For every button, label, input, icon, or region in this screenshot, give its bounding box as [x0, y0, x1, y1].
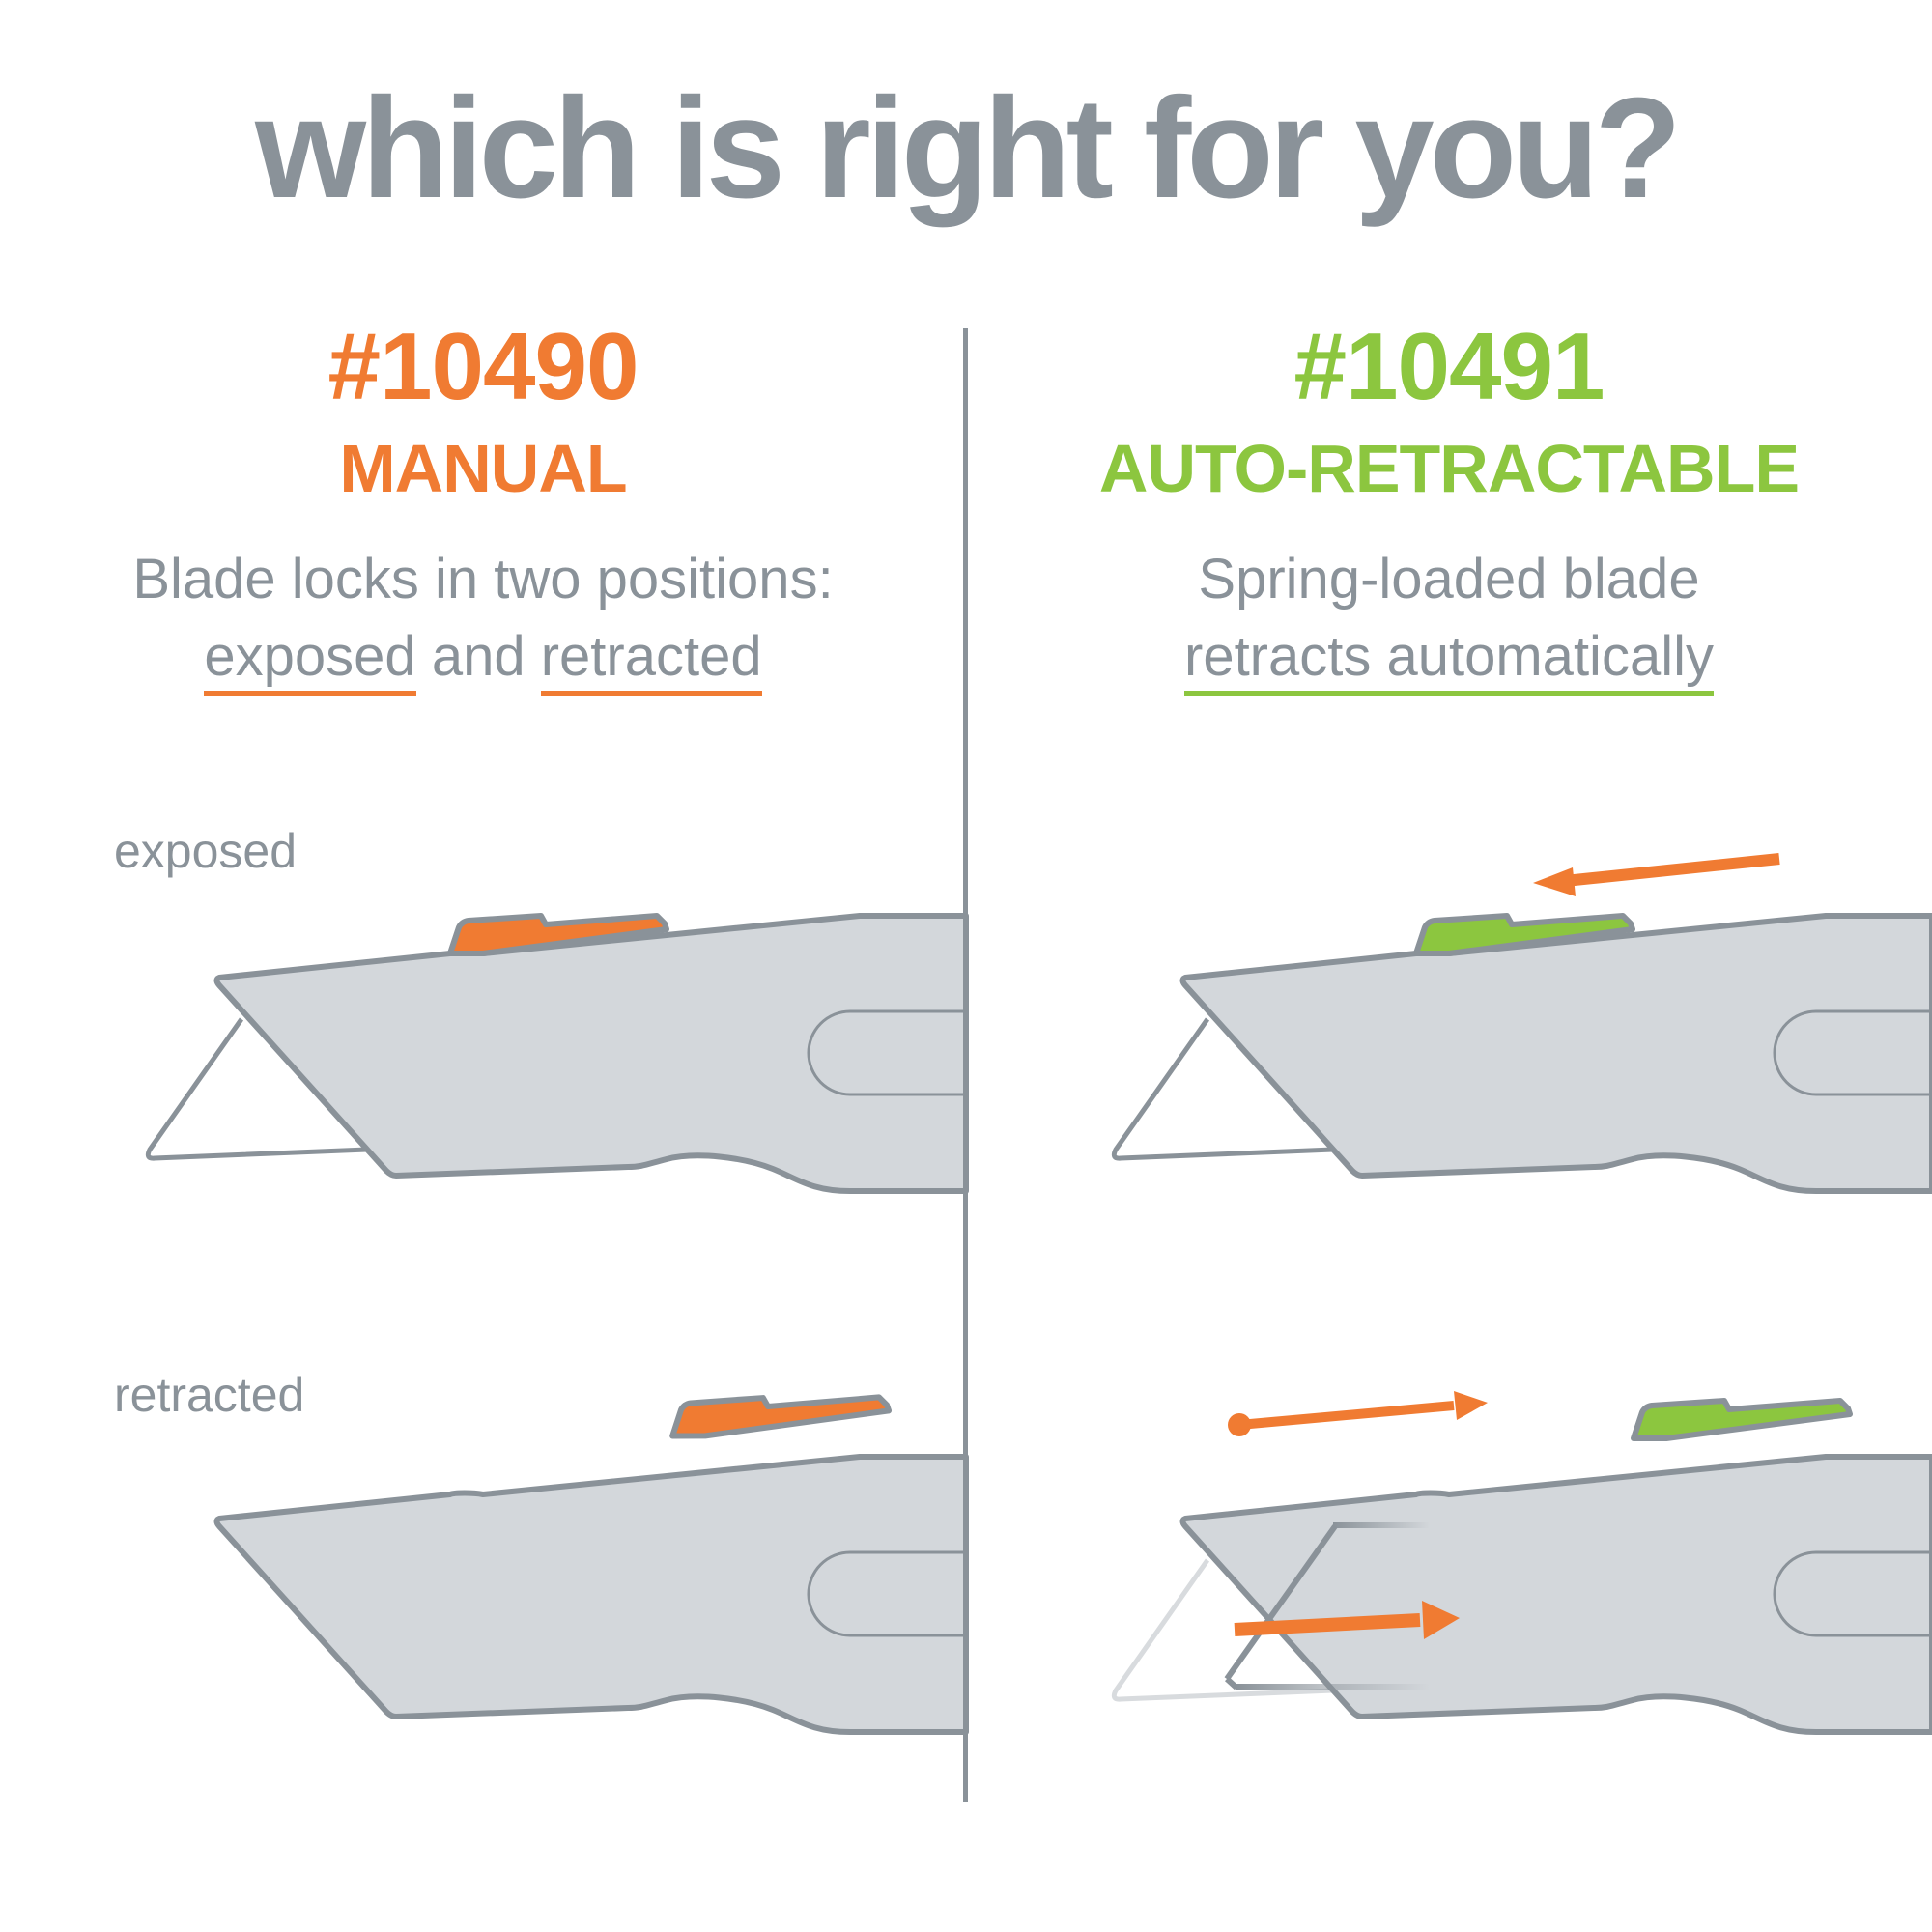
auto-column: #10491 AUTO-RETRACTABLE Spring-loaded bl… [966, 319, 1932, 696]
manual-sku: #10490 [327, 313, 639, 419]
page-title: which is right for you? [255, 69, 1682, 228]
auto-retracted-knife [1111, 1391, 1932, 1732]
manual-description-line2: exposed and retracted [0, 618, 966, 696]
exposed-state-label: exposed [114, 824, 298, 878]
manual-description: Blade locks in two positions: exposed an… [0, 541, 966, 696]
auto-description: Spring-loaded blade retracts automatical… [966, 541, 1932, 696]
auto-type-heading: AUTO-RETRACTABLE [1098, 431, 1800, 506]
manual-type-heading: MANUAL [339, 431, 627, 506]
manual-exposed-knife [145, 916, 966, 1191]
retracting-blade-outline [1224, 1522, 1430, 1690]
auto-sku: #10491 [1293, 313, 1605, 419]
auto-exposed-knife [1111, 853, 1932, 1191]
ghost-blade-outline [1111, 1558, 1334, 1702]
auto-slider-retracted [1634, 1401, 1850, 1438]
description-joiner: and [415, 625, 541, 688]
exposed-blade-outline [145, 1017, 368, 1161]
auto-description-underlined: retracts automatically [1184, 625, 1714, 696]
exposed-underlined: exposed [204, 625, 416, 696]
retracted-state-label: retracted [114, 1368, 305, 1422]
auto-description-line1: Spring-loaded blade [1198, 548, 1700, 611]
manual-description-line1: Blade locks in two positions: [132, 548, 834, 611]
blade-retract-arrow-icon [1234, 1601, 1460, 1639]
slider-release-arrow-icon [1228, 1391, 1488, 1436]
manual-column: #10490 MANUAL Blade locks in two positio… [0, 319, 966, 696]
retracted-underlined: retracted [540, 625, 762, 696]
exposed-blade-outline [1111, 1017, 1334, 1161]
slider-pull-back-arrow-icon [1533, 853, 1780, 896]
manual-retracted-knife [217, 1397, 967, 1732]
auto-description-line2: retracts automatically [966, 618, 1932, 696]
manual-slider-retracted [672, 1397, 889, 1435]
